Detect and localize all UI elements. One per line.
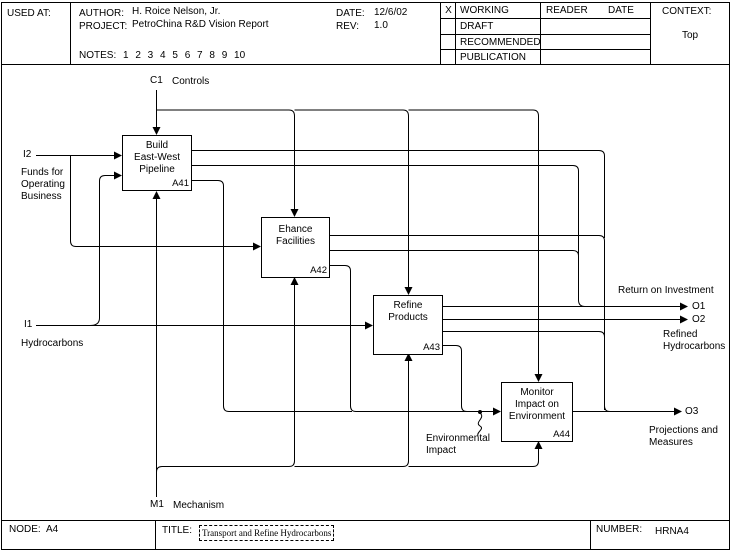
output-code-o1: O1 bbox=[692, 301, 706, 312]
activity-id-a44: A44 bbox=[553, 429, 570, 440]
activity-label-a42: Ehance Facilities bbox=[276, 224, 315, 247]
arrowhead-a43-mechanism bbox=[404, 353, 413, 361]
status-recommended: RECOMMENDED bbox=[460, 37, 541, 48]
rev-label: REV: bbox=[336, 21, 359, 32]
arrowhead-o3 bbox=[674, 407, 682, 416]
input-label-i1: Hydrocarbons bbox=[21, 338, 84, 349]
arrow-a42-out-3 bbox=[330, 265, 468, 412]
arrowhead-a43-input bbox=[365, 321, 373, 330]
status-publication: PUBLICATION bbox=[460, 52, 526, 63]
arrow-i2-to-a42 bbox=[70, 155, 255, 247]
context-value: Top bbox=[682, 30, 699, 41]
arrowhead-a42-control bbox=[290, 209, 299, 217]
arrow-a43-out-4 bbox=[443, 345, 495, 412]
control-label-c1: Controls bbox=[172, 76, 210, 87]
activity-id-a43: A43 bbox=[423, 342, 440, 353]
title-value-field[interactable]: Transport and Refine Hydrocarbons bbox=[199, 525, 335, 541]
arrow-c1-to-a44 bbox=[408, 109, 539, 376]
input-code-i2: I2 bbox=[23, 149, 32, 160]
input-code-i1: I1 bbox=[24, 319, 33, 330]
status-draft: DRAFT bbox=[460, 21, 494, 32]
arrowhead-a41-control bbox=[152, 127, 161, 135]
squiggle-environmental-impact bbox=[477, 412, 483, 437]
activity-box-a44[interactable]: Monitor Impact on Environment A44 bbox=[501, 382, 573, 442]
status-working: WORKING bbox=[460, 5, 509, 16]
activity-label-a43: Refine Products bbox=[388, 300, 428, 323]
activity-box-a41[interactable]: Build East-West Pipeline A41 bbox=[122, 135, 192, 191]
activity-box-a43[interactable]: Refine Products A43 bbox=[373, 295, 443, 355]
arrow-a41-out-3 bbox=[192, 180, 352, 412]
number-value: HRNA4 bbox=[655, 526, 689, 537]
date-value: 12/6/02 bbox=[374, 7, 408, 18]
output-label-o2: Refined Hydrocarbons bbox=[663, 329, 726, 352]
date-column-label: DATE bbox=[608, 5, 634, 16]
environmental-impact-label: Environmental Impact bbox=[426, 433, 490, 456]
status-mark: X bbox=[445, 5, 452, 16]
output-label-o3: Projections and Measures bbox=[649, 425, 718, 448]
author-value: H. Roice Nelson, Jr. bbox=[132, 6, 221, 17]
mechanism-code-m1: M1 bbox=[150, 499, 164, 510]
arrow-i1-to-a41 bbox=[89, 175, 116, 326]
activity-id-a42: A42 bbox=[310, 265, 327, 276]
control-code-c1: C1 bbox=[150, 75, 163, 86]
arrowhead-a41-input-2 bbox=[114, 171, 122, 180]
activity-label-a41: Build East-West Pipeline bbox=[134, 140, 180, 175]
node-label: NODE: bbox=[9, 524, 41, 535]
arrow-a41-out-2 bbox=[192, 165, 579, 255]
activity-id-a41: A41 bbox=[172, 178, 189, 189]
arrow-m1-to-a43 bbox=[294, 358, 409, 467]
notes-label: NOTES: bbox=[79, 50, 117, 61]
number-label: NUMBER: bbox=[596, 524, 643, 535]
reader-label: READER bbox=[546, 5, 588, 16]
arrow-c1-to-a43 bbox=[294, 109, 409, 288]
activity-label-a44: Monitor Impact on Environment bbox=[508, 387, 566, 422]
arrowhead-a44-control bbox=[534, 374, 543, 382]
arrow-m1-to-a44 bbox=[408, 446, 539, 467]
project-label: PROJECT: bbox=[79, 21, 128, 32]
rev-value: 1.0 bbox=[374, 20, 388, 31]
arrowhead-a42-mechanism bbox=[290, 277, 299, 285]
arrow-m1-to-a42 bbox=[156, 282, 295, 473]
output-label-o1: Return on Investment bbox=[618, 285, 714, 296]
input-label-i2: Funds for Operating Business bbox=[21, 167, 65, 202]
activity-box-a42[interactable]: Ehance Facilities A42 bbox=[261, 217, 330, 278]
node-value: A4 bbox=[46, 524, 59, 535]
title-label: TITLE: bbox=[162, 525, 193, 536]
arrow-a41-out-1 bbox=[192, 150, 605, 238]
junction-dot bbox=[478, 410, 482, 414]
used-at-label: USED AT: bbox=[7, 8, 51, 19]
arrow-a43-out-3 bbox=[443, 331, 605, 410]
arrowhead-a42-input bbox=[253, 242, 261, 251]
notes-list: 1 2 3 4 5 6 7 8 9 10 bbox=[123, 50, 246, 61]
arrowhead-a44-input bbox=[493, 407, 501, 416]
arrowhead-o1 bbox=[680, 302, 688, 311]
arrowhead-a41-mechanism bbox=[152, 191, 161, 199]
output-code-o3: O3 bbox=[685, 406, 699, 417]
arrowhead-a43-control bbox=[404, 287, 413, 295]
arrowhead-o2 bbox=[680, 315, 688, 324]
date-label: DATE: bbox=[336, 8, 365, 19]
arrow-c1-to-a42 bbox=[156, 109, 295, 211]
arrowhead-a44-mechanism bbox=[534, 441, 543, 449]
output-code-o2: O2 bbox=[692, 314, 706, 325]
arrowhead-a41-input-1 bbox=[114, 151, 122, 160]
author-label: AUTHOR: bbox=[79, 8, 124, 19]
mechanism-label-m1: Mechanism bbox=[173, 500, 225, 511]
context-label: CONTEXT: bbox=[662, 6, 712, 17]
project-value: PetroChina R&D Vision Report bbox=[132, 19, 269, 30]
